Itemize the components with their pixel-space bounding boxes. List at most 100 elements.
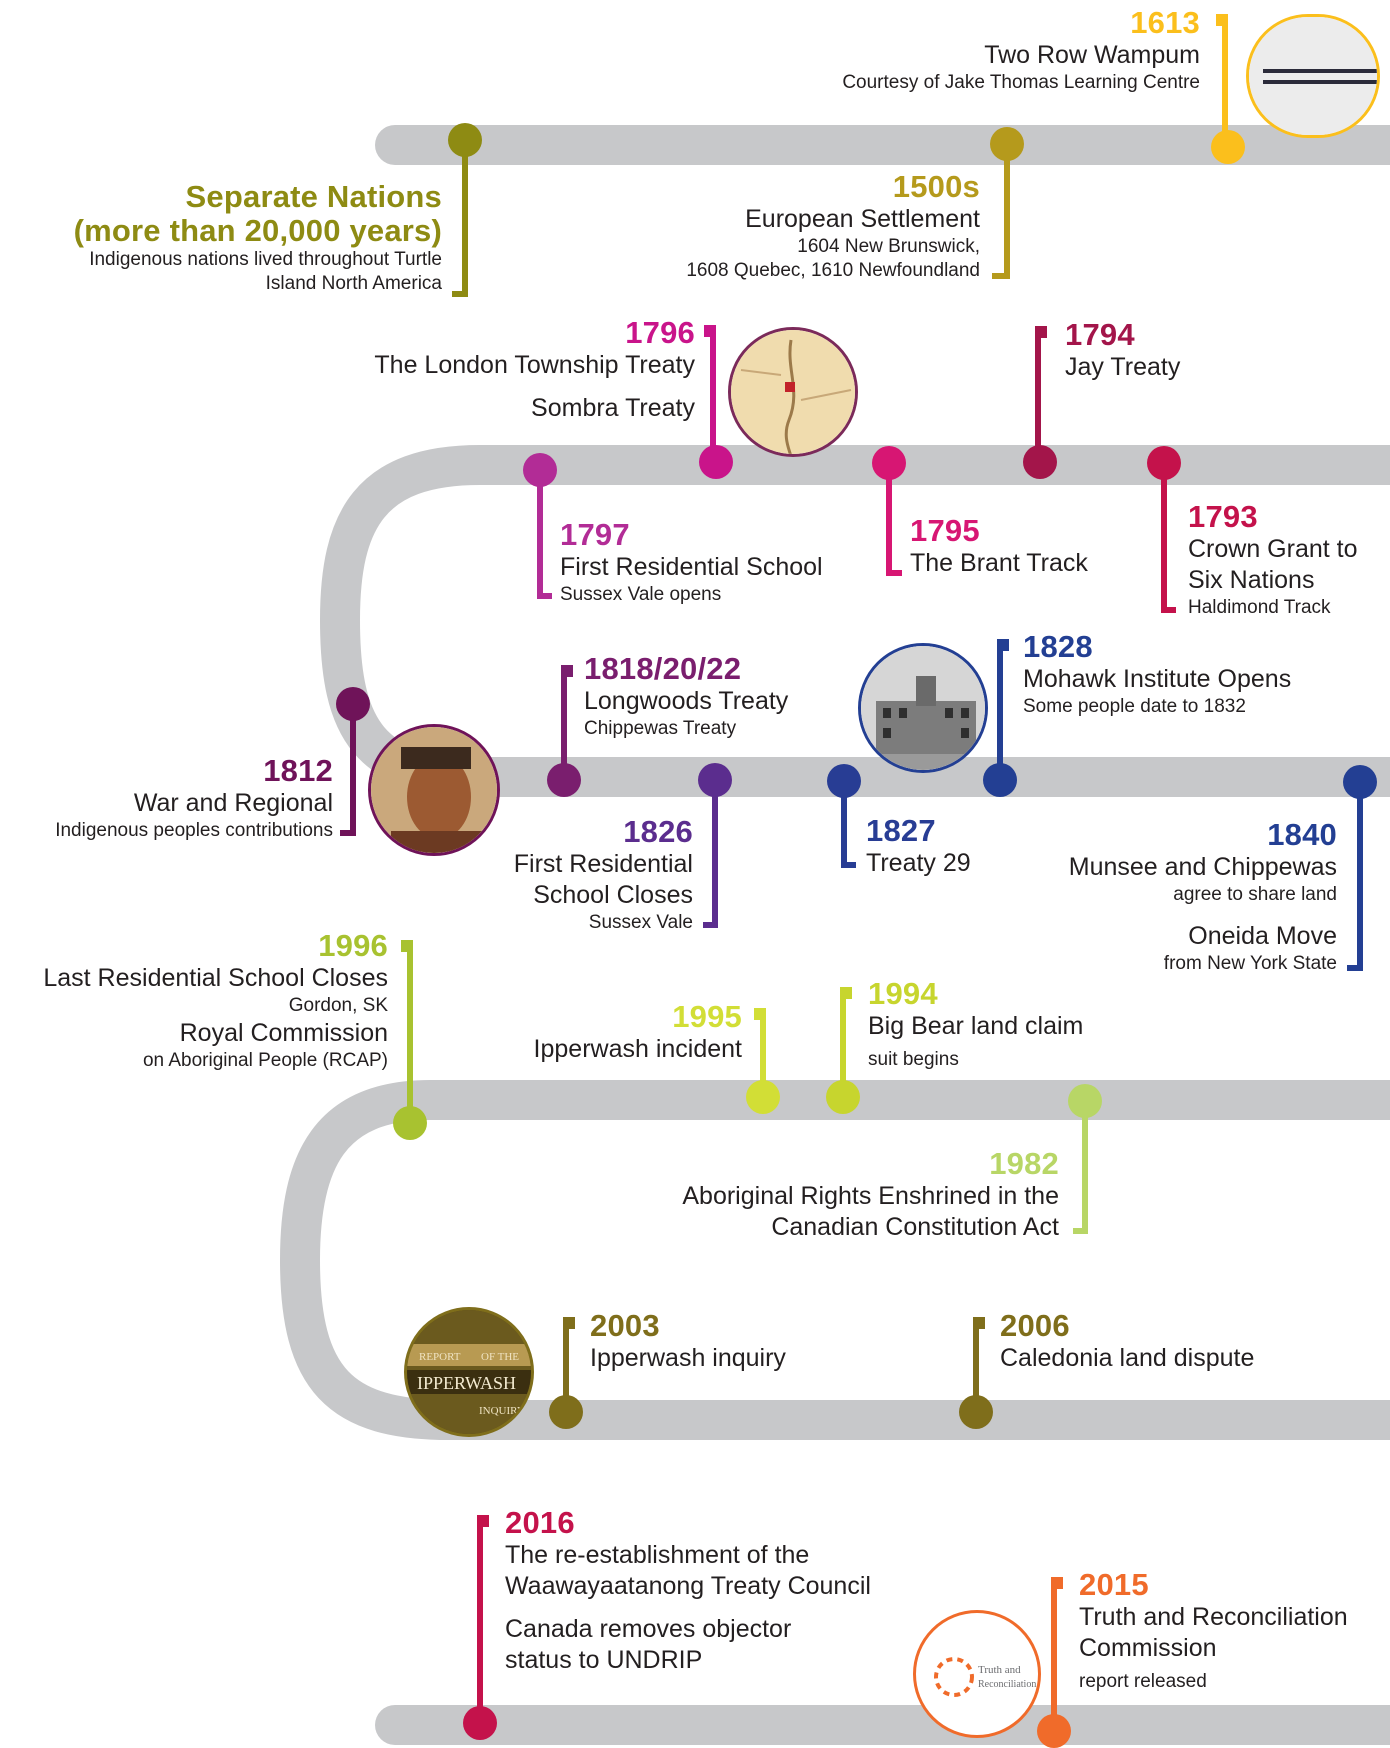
event-2016-title-3: Canada removes objector <box>505 1615 792 1643</box>
trc-text-2: Reconciliation <box>978 1679 1036 1690</box>
event-1818-sub: Chippewas Treaty <box>584 718 737 739</box>
marker-1995 <box>746 1080 780 1114</box>
event-1812-sub: Indigenous peoples contributions <box>55 820 333 841</box>
event-1500s-year: 1500s <box>892 169 980 204</box>
event-2015-title-2: Commission <box>1079 1634 1217 1662</box>
ipperwash-report-image: REPORT OF THE IPPERWASH INQUIRY <box>404 1307 534 1437</box>
event-2016-title-2: Waawayaatanong Treaty Council <box>505 1572 871 1600</box>
event-1996-sub-2: on Aboriginal People (RCAP) <box>142 1050 388 1071</box>
event-1827: 1827 Treaty 29 <box>866 814 971 879</box>
marker-2015 <box>1037 1714 1071 1748</box>
event-1982: 1982 Aboriginal Rights Enshrined in the … <box>682 1147 1059 1243</box>
trc-logo-image: Truth and Reconciliation <box>913 1610 1041 1738</box>
marker-2016 <box>463 1706 497 1740</box>
marker-separate <box>448 123 482 157</box>
event-1795: 1795 The Brant Track <box>910 514 1088 579</box>
event-1818-title: Longwoods Treaty <box>584 687 789 715</box>
event-1812: 1812 War and Regional Indigenous peoples… <box>55 754 333 843</box>
marker-1795 <box>872 446 906 480</box>
event-1795-year: 1795 <box>910 513 980 548</box>
marker-1828 <box>983 763 1017 797</box>
event-1613: 1613 Two Row Wampum Courtesy of Jake Tho… <box>842 6 1200 95</box>
wampum-image <box>1246 14 1380 138</box>
marker-1796 <box>699 445 733 479</box>
event-1995-year: 1995 <box>672 999 742 1034</box>
event-1840: 1840 Munsee and Chippewas agree to share… <box>1069 818 1337 976</box>
event-1994-sub: suit begins <box>868 1049 959 1070</box>
event-1795-title: The Brant Track <box>910 549 1088 577</box>
event-1500s-sub-1: 1604 New Brunswick, <box>797 236 980 257</box>
event-1796-title-2: Sombra Treaty <box>531 394 695 422</box>
portrait-image <box>368 724 500 856</box>
event-1828-title: Mohawk Institute Opens <box>1023 665 1292 693</box>
event-1827-year: 1827 <box>866 813 936 848</box>
mohawk-institute-image <box>858 643 988 773</box>
event-2015: 2015 Truth and Reconciliation Commission… <box>1079 1568 1348 1694</box>
event-1840-sub-1: agree to share land <box>1173 884 1337 905</box>
marker-1818 <box>547 763 581 797</box>
event-1797-sub: Sussex Vale opens <box>560 584 722 605</box>
event-1996-year: 1996 <box>318 928 388 963</box>
event-1996-sub-1: Gordon, SK <box>288 995 388 1016</box>
event-1796-year: 1796 <box>625 315 695 350</box>
event-1793-year: 1793 <box>1188 499 1258 534</box>
event-1840-year: 1840 <box>1267 817 1337 852</box>
separate-sub-2: Island North America <box>265 273 442 294</box>
separate-title-2: (more than 20,000 years) <box>73 213 442 248</box>
event-1793-sub: Haldimond Track <box>1188 597 1331 618</box>
marker-1797 <box>523 453 557 487</box>
event-1797-year: 1797 <box>560 517 630 552</box>
event-2016-title-1: The re-establishment of the <box>505 1541 810 1569</box>
event-2015-sub: report released <box>1079 1671 1207 1692</box>
event-1797-title: First Residential School <box>560 553 823 581</box>
event-1613-sub: Courtesy of Jake Thomas Learning Centre <box>842 72 1200 93</box>
event-1826-year: 1826 <box>623 814 693 849</box>
event-2016-title-4: status to UNDRIP <box>505 1646 703 1674</box>
badge-text-3: INQUIRY <box>479 1405 525 1417</box>
marker-1613 <box>1211 130 1245 164</box>
marker-1793 <box>1147 446 1181 480</box>
event-1500s: 1500s European Settlement 1604 New Bruns… <box>686 170 980 283</box>
event-1794: 1794 Jay Treaty <box>1065 318 1180 383</box>
event-2006-title: Caledonia land dispute <box>1000 1344 1255 1372</box>
event-1826-title-2: School Closes <box>533 881 693 909</box>
event-1613-title: Two Row Wampum <box>984 41 1200 69</box>
marker-1994 <box>826 1080 860 1114</box>
event-1826-sub: Sussex Vale <box>588 912 693 933</box>
event-1840-title-1: Munsee and Chippewas <box>1068 853 1337 881</box>
event-separate-nations: Separate Nations (more than 20,000 years… <box>74 180 442 296</box>
event-1828-sub: Some people date to 1832 <box>1023 696 1246 717</box>
marker-1826 <box>698 763 732 797</box>
treaty-map-image <box>728 327 858 457</box>
marker-1500s <box>990 127 1024 161</box>
marker-2006 <box>959 1395 993 1429</box>
event-2006: 2006 Caledonia land dispute <box>1000 1309 1254 1374</box>
event-1796: 1796 The London Township Treaty Sombra T… <box>374 316 695 424</box>
event-1982-year: 1982 <box>989 1146 1059 1181</box>
event-2003-title: Ipperwash inquiry <box>590 1344 786 1372</box>
event-2016: 2016 The re-establishment of the Waawaya… <box>505 1506 871 1676</box>
event-1793: 1793 Crown Grant to Six Nations Haldimon… <box>1188 500 1358 620</box>
event-1828-year: 1828 <box>1023 629 1093 664</box>
marker-1827 <box>827 764 861 798</box>
event-1828: 1828 Mohawk Institute Opens Some people … <box>1023 630 1291 719</box>
separate-sub-1: Indigenous nations lived throughout Turt… <box>89 249 442 270</box>
event-1995-title: Ipperwash incident <box>533 1035 742 1063</box>
event-1996-title-1: Last Residential School Closes <box>43 964 388 992</box>
event-1794-year: 1794 <box>1065 317 1135 352</box>
event-1996: 1996 Last Residential School Closes Gord… <box>43 929 388 1073</box>
event-1812-year: 1812 <box>263 753 333 788</box>
event-1994: 1994 Big Bear land claim suit begins <box>868 977 1083 1072</box>
marker-1982 <box>1068 1084 1102 1118</box>
event-2003-year: 2003 <box>590 1308 660 1343</box>
event-1793-title-1: Crown Grant to <box>1188 535 1358 563</box>
event-2003: 2003 Ipperwash inquiry <box>590 1309 786 1374</box>
event-1826-title-1: First Residential <box>513 850 693 878</box>
event-2006-year: 2006 <box>1000 1308 1070 1343</box>
event-1840-title-2: Oneida Move <box>1188 922 1337 950</box>
road-segment-3 <box>279 1080 1390 1440</box>
event-1793-title-2: Six Nations <box>1188 566 1315 594</box>
event-1613-year: 1613 <box>1130 5 1200 40</box>
event-1982-title-2: Canadian Constitution Act <box>771 1213 1059 1241</box>
